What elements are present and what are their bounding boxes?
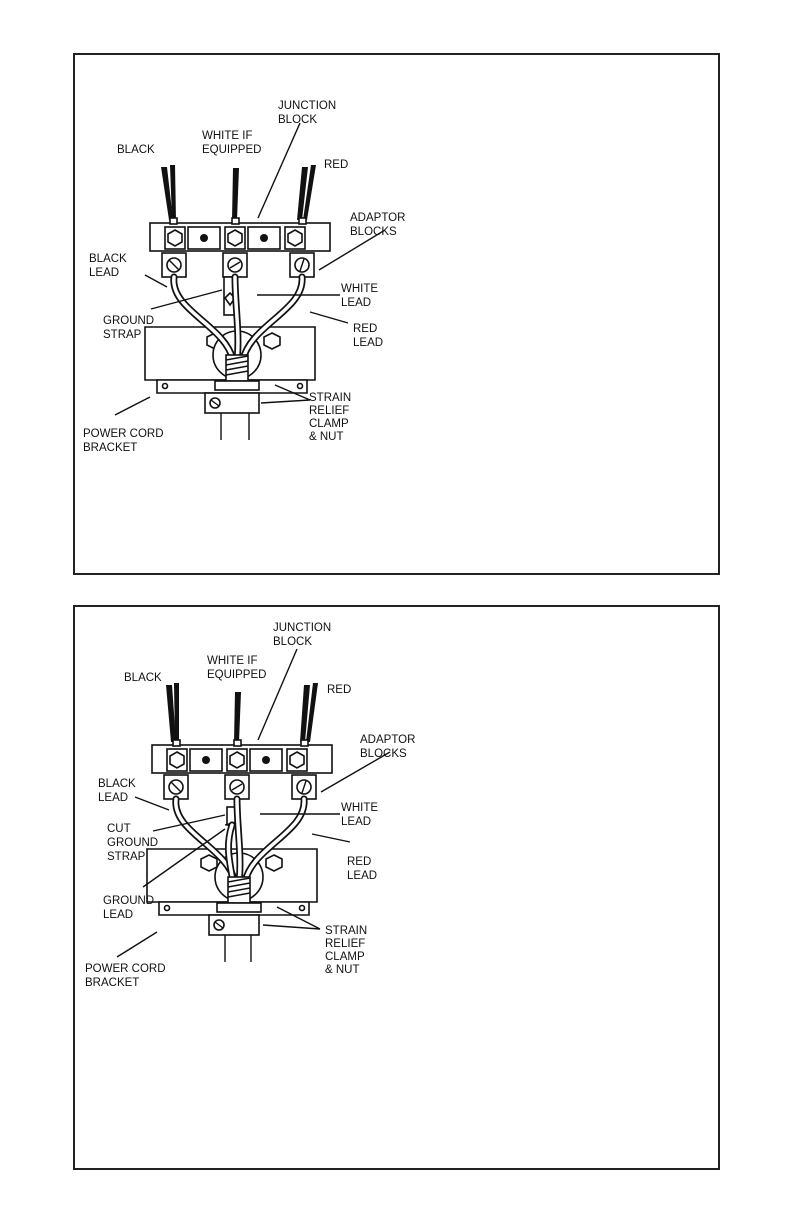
incoming-wires [166,683,318,742]
label-black: BLACK [124,672,162,684]
label-red: RED [324,159,348,171]
incoming-wires [161,165,316,220]
label-black: BLACK [117,144,155,156]
label-red: RED [327,684,351,696]
adaptor-blocks [164,775,316,799]
junction-block [150,218,330,251]
adaptor-blocks [162,253,314,277]
junction-block [152,740,332,773]
